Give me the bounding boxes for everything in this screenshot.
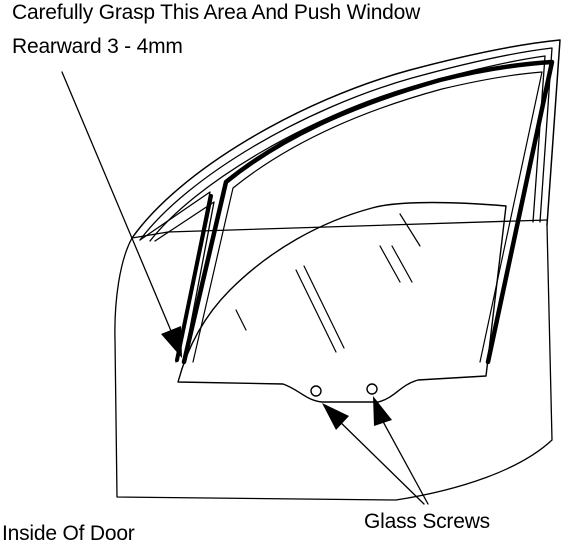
- inside-of-door-label: Inside Of Door: [2, 522, 135, 545]
- screws-leader-front: [333, 415, 425, 505]
- door-panel-outline: [114, 224, 553, 501]
- screws-arrowhead-front: [322, 403, 349, 430]
- window-glass: [177, 201, 507, 403]
- grasp-arrowhead: [161, 326, 182, 358]
- window-frame-outer: [131, 39, 561, 239]
- instruction-line-2: Rearward 3 - 4mm: [12, 35, 183, 58]
- window-run-channel: [181, 59, 555, 365]
- glass-screw-front: [310, 385, 322, 397]
- grasp-leader-line: [61, 71, 175, 339]
- glass-screws-label: Glass Screws: [364, 510, 490, 533]
- door-belt-line: [131, 219, 548, 239]
- instruction-line-1: Carefully Grasp This Area And Push Windo…: [12, 1, 421, 24]
- glass-screw-rear: [366, 383, 378, 395]
- screws-leader-rear: [379, 415, 429, 505]
- screws-arrowhead-rear: [373, 396, 392, 426]
- front-channel-thick: [175, 194, 213, 362]
- window-frame-outer-inner: [139, 47, 553, 241]
- glass-reflections: [235, 213, 421, 353]
- window-run-channel-inner: [192, 71, 543, 363]
